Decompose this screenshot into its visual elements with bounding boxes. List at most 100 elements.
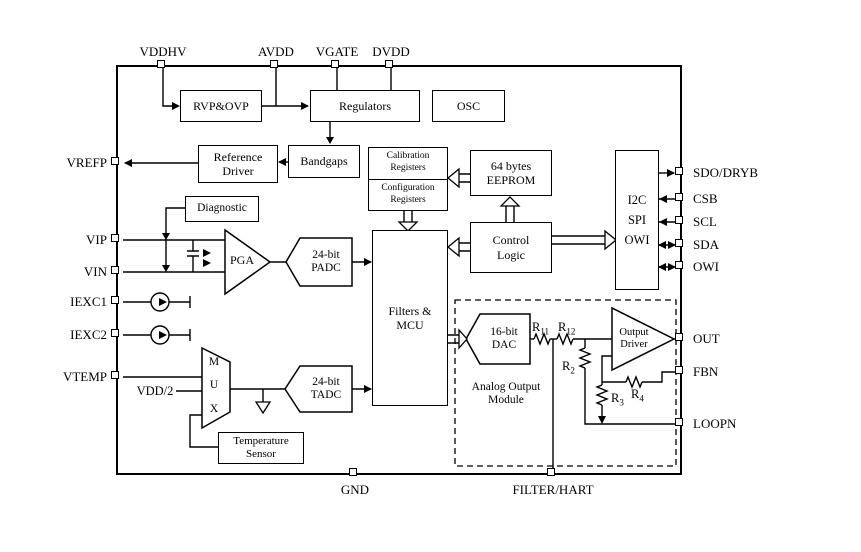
- pin-out: [675, 333, 683, 341]
- r4-sub: 4: [639, 393, 644, 404]
- pin-avdd: [270, 60, 278, 68]
- pin-filter-hart: [547, 468, 555, 476]
- r3-base: R: [611, 391, 620, 405]
- r4-base: R: [631, 387, 640, 401]
- resistor-r12-zigzag: [556, 332, 574, 346]
- r12-sub: 12: [566, 326, 576, 337]
- pin-label-vddhv: VDDHV: [139, 44, 187, 59]
- resistor-label-r12: R12: [558, 320, 575, 337]
- pin-label-iexc1: IEXC1: [70, 294, 107, 309]
- r11-base: R: [532, 320, 541, 334]
- pin-label-owi: OWI: [693, 259, 719, 274]
- pin-label-csb: CSB: [693, 191, 718, 206]
- resistor-r4-zigzag: [625, 375, 643, 389]
- dac-line2: DAC: [491, 339, 517, 351]
- wire-vddhv: [162, 66, 178, 107]
- block-bandgaps: Bandgaps: [288, 145, 360, 178]
- pin-vtemp: [111, 371, 119, 379]
- reference-driver-line2: Driver: [222, 164, 254, 178]
- block-rvp-ovp: RVP&OVP: [180, 90, 262, 122]
- pin-label-vgate: VGATE: [315, 44, 359, 59]
- filters-mcu-line1: Filters &: [388, 303, 432, 318]
- block-temperature-sensor: Temperature Sensor: [218, 432, 304, 464]
- wire-tempsensor-mux: [189, 414, 218, 448]
- vdd-half-label: VDD/2: [136, 383, 174, 398]
- pin-scl: [675, 216, 683, 224]
- r11-sub: 11: [540, 326, 550, 337]
- pin-vddhv: [157, 60, 165, 68]
- pin-label-sda: SDA: [693, 237, 720, 252]
- r2-base: R: [562, 359, 571, 373]
- pin-label-sdo-dryb: SDO/DRYB: [693, 165, 759, 180]
- pin-label-loopn: LOOPN: [693, 416, 737, 431]
- arrowhead-mcu-dac: [458, 328, 468, 350]
- interface-spi: SPI: [627, 213, 647, 227]
- tadc-line2: TADC: [310, 389, 342, 401]
- arrowhead-control-interface: [604, 229, 618, 251]
- mux-label: M U X: [201, 356, 227, 416]
- bus-mcu-dac: [448, 334, 459, 344]
- wire-diagnostic: [165, 207, 185, 270]
- pin-gnd: [349, 468, 357, 476]
- block-regulators: Regulators: [310, 90, 420, 122]
- pin-sdo-dryb: [675, 167, 683, 175]
- dac-line1: 16-bit: [490, 325, 518, 338]
- pin-vgate: [331, 60, 339, 68]
- temperature-sensor-line2: Sensor: [246, 448, 276, 460]
- r12-base: R: [558, 320, 567, 334]
- bus-registers-mcu: [403, 211, 413, 222]
- output-driver-triangle-icon: [611, 306, 676, 372]
- padc-label: 24-bit PADC: [299, 242, 353, 282]
- mux-u: U: [209, 379, 219, 392]
- resistor-label-r3: R3: [611, 391, 624, 408]
- tadc-label: 24-bit TADC: [299, 369, 353, 409]
- output-driver-label: Output Driver: [609, 322, 659, 356]
- interface-owi: OWI: [624, 233, 650, 247]
- mux-x: X: [209, 402, 219, 415]
- solid-arrowheads: [124, 102, 676, 424]
- configuration-registers-line2: Registers: [390, 194, 426, 205]
- component-shapes: [201, 228, 676, 430]
- pin-iexc1: [111, 296, 119, 304]
- bus-control-mcu: [459, 242, 470, 252]
- block-eeprom: 64 bytes EEPROM: [470, 150, 552, 196]
- mux-trapezoid-icon: [201, 346, 231, 430]
- output-driver-line2: Driver: [620, 339, 648, 350]
- analog-output-module-line1: Analog Output: [471, 380, 541, 393]
- wire-feedback: [601, 355, 612, 385]
- arrowhead-tadc-ref: [254, 401, 272, 415]
- arrowhead-registers-mcu: [397, 221, 419, 232]
- dac-pentagon-icon: [465, 313, 531, 365]
- pin-label-scl: SCL: [693, 214, 717, 229]
- configuration-registers-line1: Configuration: [381, 182, 435, 193]
- tadc-line1: 24-bit: [312, 375, 340, 388]
- calibration-registers-line2: Registers: [390, 163, 426, 174]
- pin-vip: [111, 234, 119, 242]
- eeprom-line2: EEPROM: [486, 173, 536, 187]
- pin-label-vip: VIP: [86, 232, 107, 247]
- pin-fbn: [675, 366, 683, 374]
- bus-eeprom-registers: [459, 173, 470, 183]
- control-logic-line1: Control: [492, 233, 530, 248]
- pin-iexc2: [111, 329, 119, 337]
- wire-fbn: [642, 371, 675, 383]
- reference-driver-line1: Reference: [213, 149, 263, 164]
- pin-dvdd: [385, 60, 393, 68]
- pin-owi: [675, 261, 683, 269]
- calibration-registers-line1: Calibration: [386, 151, 430, 162]
- wire-vip-vin: [123, 239, 225, 273]
- pin-label-out: OUT: [693, 331, 720, 346]
- pin-label-vtemp: VTEMP: [62, 369, 107, 384]
- pin-label-vin: VIN: [83, 264, 107, 279]
- r2-sub: 2: [570, 365, 575, 376]
- bus-control-interface: [552, 235, 605, 245]
- pin-vin: [111, 266, 119, 274]
- pin-sda: [675, 239, 683, 247]
- pin-label-gnd: GND: [340, 482, 370, 497]
- block-control-logic: Control Logic: [470, 222, 552, 273]
- filters-mcu-line2: MCU: [396, 318, 424, 332]
- block-osc: OSC: [432, 90, 505, 122]
- wire-iexc1: [123, 296, 191, 308]
- padc-pentagon-icon: [285, 237, 353, 287]
